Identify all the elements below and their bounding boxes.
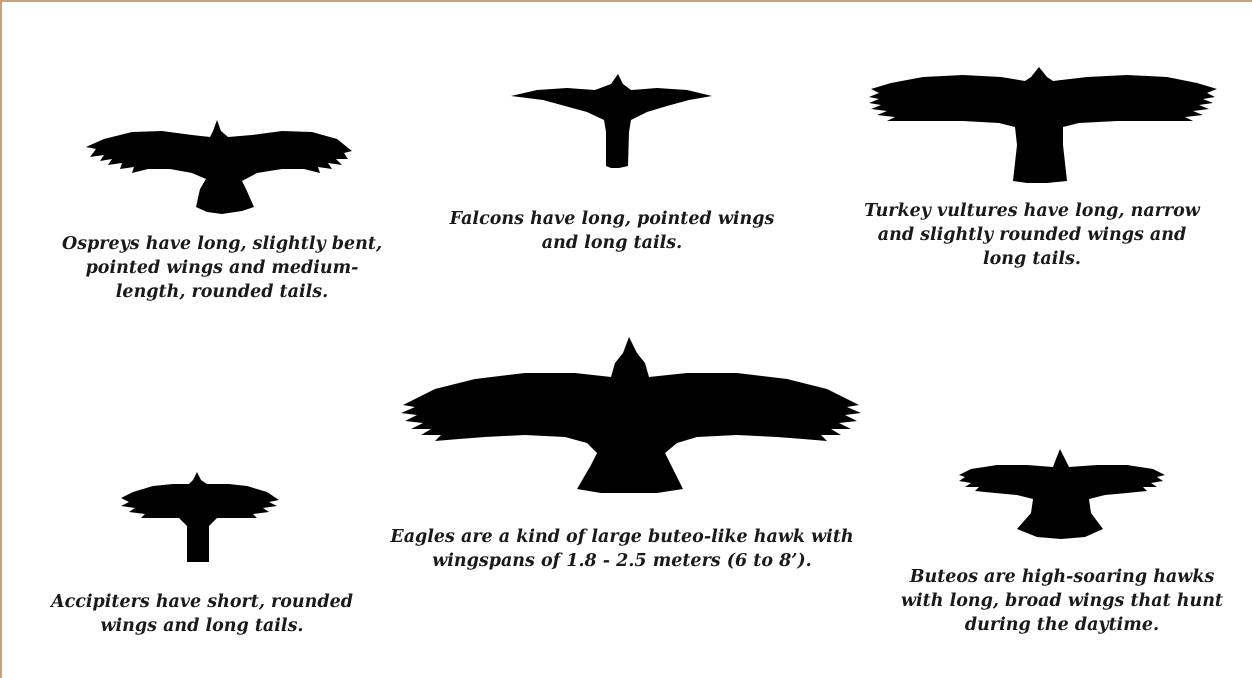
accipiter-caption: Accipiters have short, rounded wings and… xyxy=(32,590,372,638)
caption-line: wingspans of 1.8 - 2.5 meters (6 to 8’). xyxy=(372,549,872,573)
eagle-caption: Eagles are a kind of large buteo-like ha… xyxy=(372,525,872,573)
caption-line: wings and long tails. xyxy=(32,614,372,638)
caption-line: and slightly rounded wings and xyxy=(857,223,1207,247)
caption-line: Falcons have long, pointed wings xyxy=(442,207,782,231)
falcon-silhouette xyxy=(507,72,717,172)
osprey-silhouette xyxy=(82,117,357,217)
caption-line: Eagles are a kind of large buteo-like ha… xyxy=(372,525,872,549)
falcon-caption: Falcons have long, pointed wings and lon… xyxy=(442,207,782,255)
buteo-silhouette xyxy=(957,447,1167,542)
osprey-caption: Ospreys have long, slightly bent, pointe… xyxy=(42,232,402,304)
accipiter-silhouette xyxy=(117,470,282,565)
caption-line: long tails. xyxy=(857,247,1207,271)
turkey-vulture-caption: Turkey vultures have long, narrow and sl… xyxy=(857,199,1207,271)
caption-line: during the daytime. xyxy=(882,613,1242,637)
caption-line: length, rounded tails. xyxy=(42,280,402,304)
buteo-caption: Buteos are high-soaring hawks with long,… xyxy=(882,565,1242,637)
caption-line: Accipiters have short, rounded xyxy=(32,590,372,614)
caption-line: and long tails. xyxy=(442,231,782,255)
eagle-silhouette xyxy=(397,335,867,495)
caption-line: Ospreys have long, slightly bent, xyxy=(42,232,402,256)
caption-line: pointed wings and medium- xyxy=(42,256,402,280)
caption-line: Turkey vultures have long, narrow xyxy=(857,199,1207,223)
caption-line: with long, broad wings that hunt xyxy=(882,589,1242,613)
turkey-vulture-silhouette xyxy=(867,65,1222,183)
caption-line: Buteos are high-soaring hawks xyxy=(882,565,1242,589)
